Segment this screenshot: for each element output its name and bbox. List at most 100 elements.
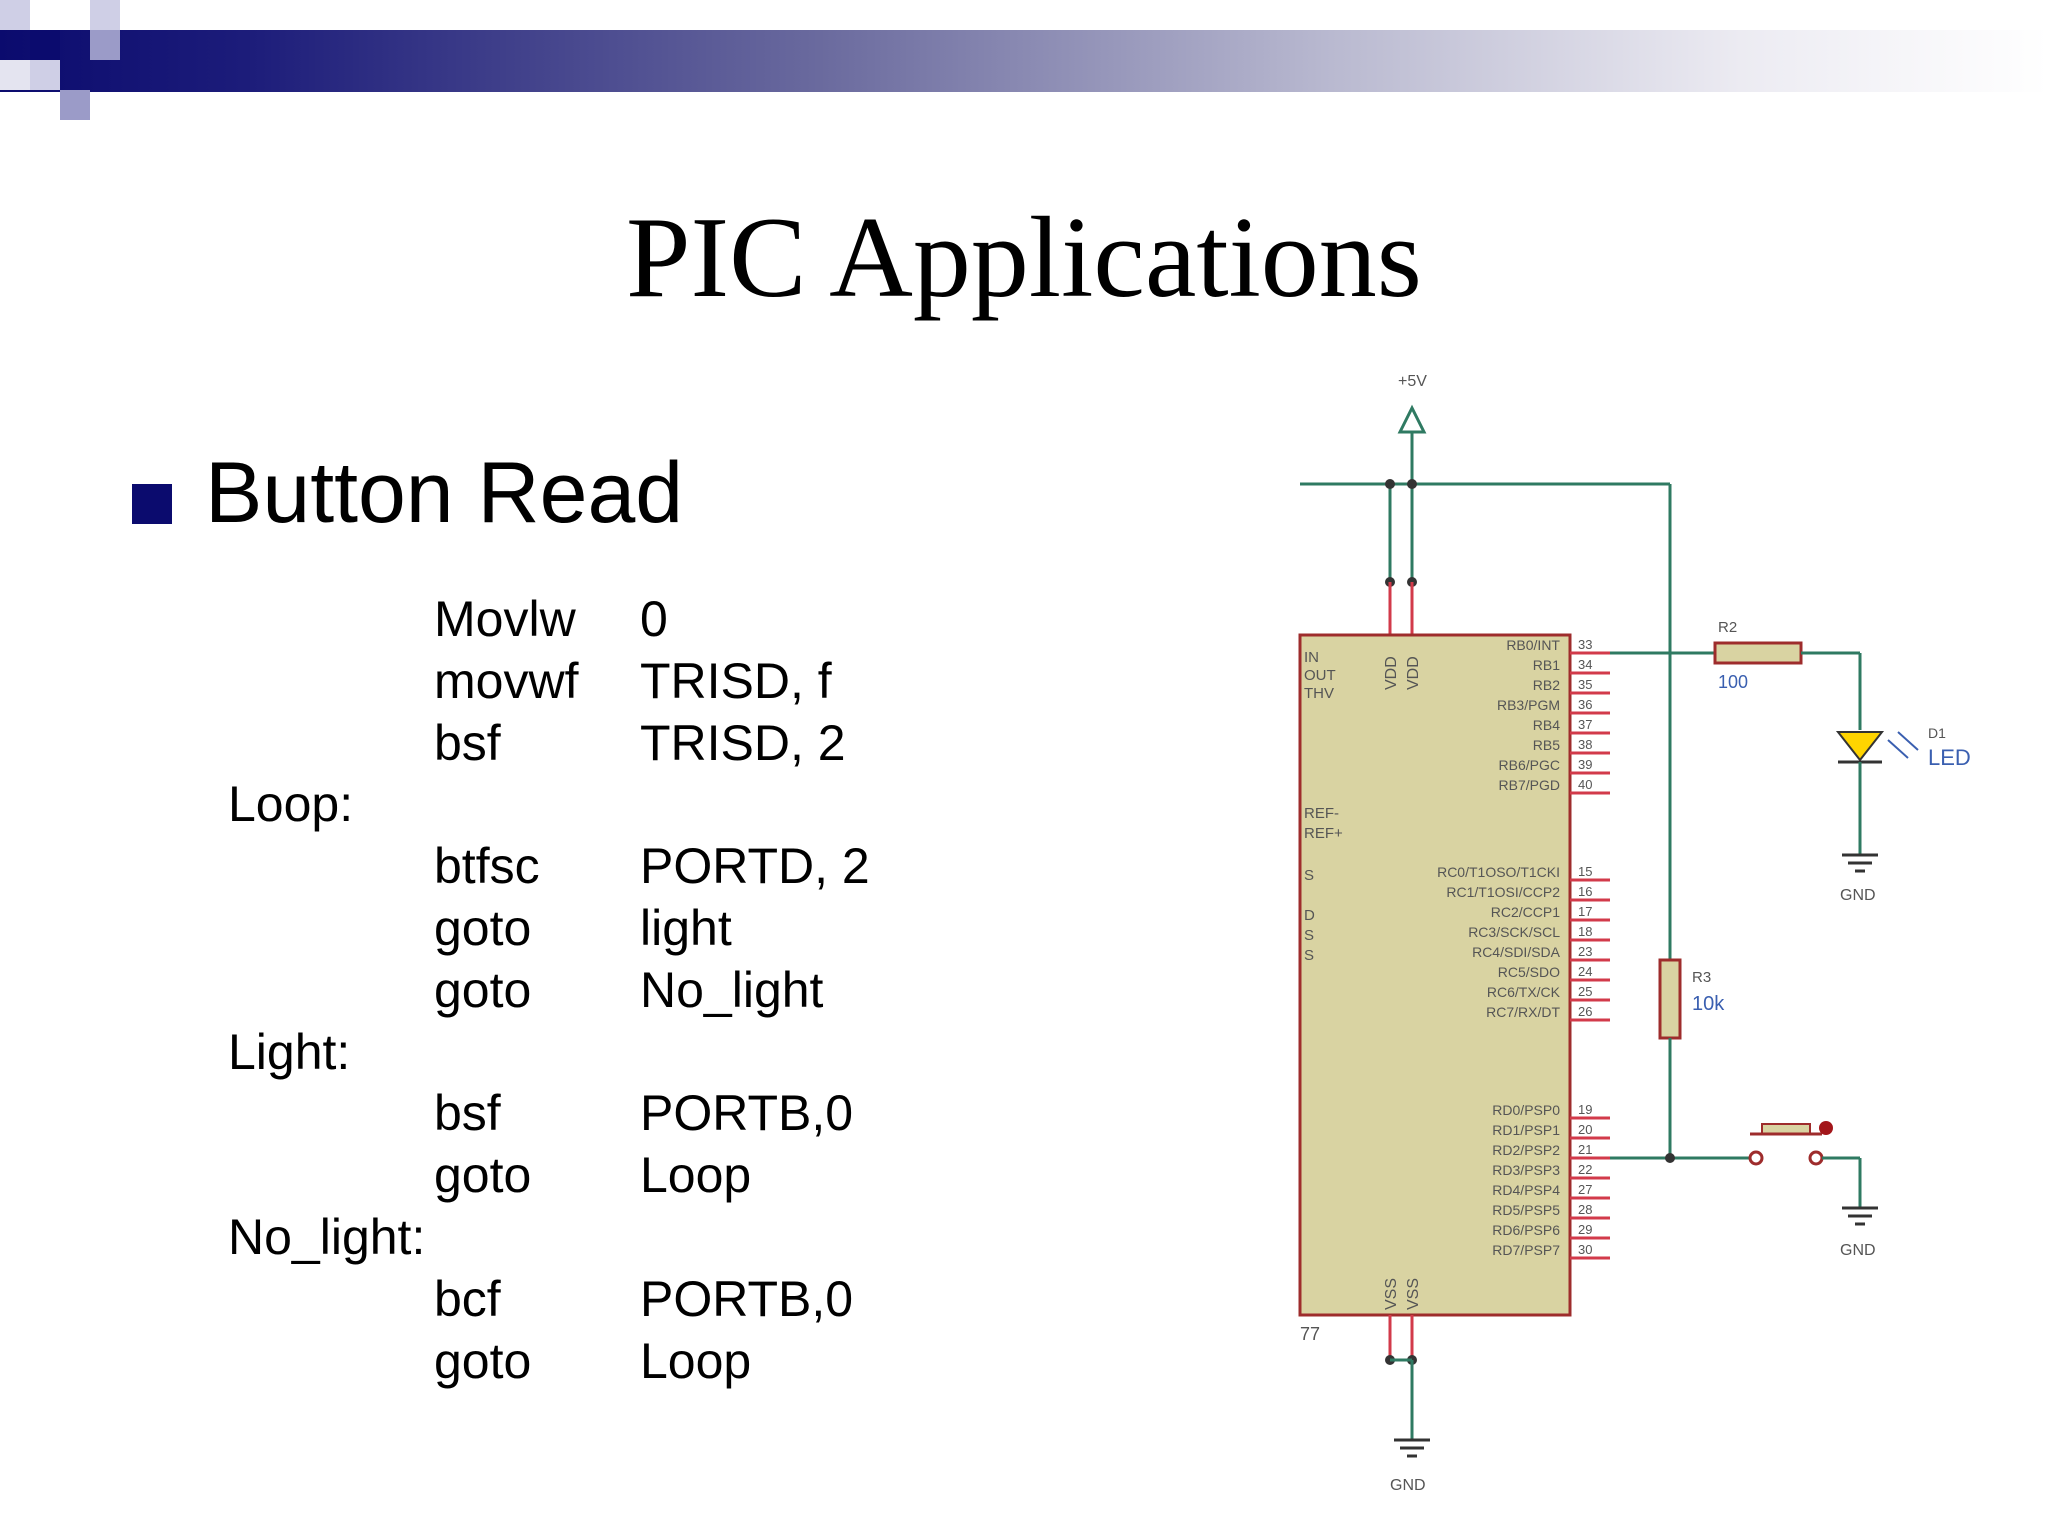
code-operand: Loop [640,1332,752,1389]
code-opcode: Movlw [434,591,576,647]
code-opcode: goto [434,1147,532,1204]
r3-value: 10k [1692,993,1725,1015]
code-label: No_light: [228,1209,426,1265]
chip-left-pin-name: D [1304,907,1315,924]
chip-pin-name: RB1 [1533,657,1560,673]
code-label: Light: [228,1023,351,1080]
slide-title: PIC Applications [626,194,1422,322]
corner-square-light [90,0,120,30]
chip-pin-name: RB4 [1533,717,1560,733]
chip-left-pin-name: S [1304,947,1314,964]
gnd-label: GND [1840,1242,1876,1259]
chip-pin-number: 17 [1578,904,1592,919]
corner-square-light [60,90,90,120]
pic-chip-body [1298,633,1572,1317]
code-operand: Loop [640,1147,752,1204]
code-opcode: movwf [434,652,579,709]
chip-pin-name: RC6/TX/CK [1487,984,1561,1000]
chip-pin-number: 21 [1578,1142,1592,1157]
chip-pin-name: RC1/T1OSI/CCP2 [1446,884,1560,900]
corner-square-light [30,60,60,90]
corner-square-light [0,60,30,90]
chip-pin-name: RC0/T1OSO/T1CKI [1437,864,1560,880]
code-opcode: goto [434,961,532,1018]
d1-name: D1 [1928,725,1946,741]
chip-pin-name: RB0/INT [1506,637,1560,653]
corner-square-light [0,0,30,30]
chip-pin-name: RD7/PSP7 [1492,1242,1560,1258]
chip-pin-name: RD3/PSP3 [1492,1162,1560,1178]
chip-pin-number: 37 [1578,717,1592,732]
chip-pin-name: RD0/PSP0 [1492,1102,1560,1118]
chip-pin-name: RC3/SCK/SCL [1468,924,1560,940]
chip-pin-number: 30 [1578,1242,1592,1257]
chip-pin-name: RD5/PSP5 [1492,1202,1560,1218]
chip-pin-number: 39 [1578,757,1592,772]
code-operand: TRISD, f [640,652,832,709]
vss-label: VSS [1405,1278,1422,1310]
supply-label: +5V [1398,373,1427,390]
code-opcode: goto [434,1332,532,1389]
code-operand: No_light [640,961,824,1018]
button-contact [1748,1150,1764,1166]
chip-left-pin-name: S [1304,867,1314,884]
d1-label: LED [1928,745,1971,770]
chip-pin-number: 23 [1578,944,1592,959]
chip-pin-number: 28 [1578,1202,1592,1217]
chip-pin-number: 27 [1578,1182,1592,1197]
chip-pin-name: RD2/PSP2 [1492,1142,1560,1158]
corner-square-dark [30,30,60,60]
chip-pin-number: 22 [1578,1162,1592,1177]
chip-pin-name: RB6/PGC [1499,757,1560,773]
bullet-heading: Button Read [205,445,684,541]
button-contact [1808,1150,1824,1166]
code-label: Loop: [228,776,354,833]
led-diode-icon [1835,731,1885,762]
code-operand: TRISD, 2 [640,714,846,771]
r2-name: R2 [1718,619,1737,636]
chip-suffix-label: 77 [1300,1324,1320,1344]
chip-left-pin-name: THV [1304,685,1334,702]
code-operand: PORTB,0 [640,1270,854,1327]
code-opcode: goto [434,900,532,956]
chip-pin-number: 20 [1578,1122,1592,1137]
title-band [0,30,2048,92]
code-opcode: bsf [434,1085,501,1142]
code-opcode: btfsc [434,838,540,895]
resistor-r3 [1658,958,1682,1040]
chip-pin-number: 16 [1578,884,1592,899]
chip-left-pin-name: OUT [1304,667,1336,684]
chip-pin-name: RC4/SDI/SDA [1472,944,1561,960]
gnd-label: GND [1390,1477,1426,1494]
chip-pin-number: 36 [1578,697,1592,712]
chip-pin-name: RC7/RX/DT [1486,1004,1560,1020]
code-operand: PORTD, 2 [640,838,870,895]
chip-pin-number: 26 [1578,1004,1592,1019]
chip-left-pin-name: REF- [1304,805,1339,822]
code-opcode: bcf [434,1270,501,1327]
gnd-label: GND [1840,887,1876,904]
chip-pin-name: RD6/PSP6 [1492,1222,1560,1238]
chip-pin-number: 24 [1578,964,1592,979]
chip-pin-number: 15 [1578,864,1592,879]
chip-left-pin-name: S [1304,927,1314,944]
chip-left-pin-name: REF+ [1304,825,1343,842]
code-operand: 0 [640,591,668,647]
chip-pin-number: 18 [1578,924,1592,939]
resistor-r2 [1713,641,1803,665]
r3-name: R3 [1692,969,1711,986]
chip-left-pin-name: IN [1304,649,1319,666]
chip-pin-number: 25 [1578,984,1592,999]
chip-pin-name: RB3/PGM [1497,697,1560,713]
bullet-square-icon [132,484,172,524]
supply-arrow-icon [1397,404,1427,434]
code-operand: PORTB,0 [640,1085,854,1142]
chip-pin-name: RD1/PSP1 [1492,1122,1560,1138]
chip-pin-number: 19 [1578,1102,1592,1117]
vdd-label: VDD [1383,656,1400,690]
code-opcode: bsf [434,714,501,771]
code-operand: light [640,900,732,956]
circuit-schematic: +5V VDD VDD VSS VSS 77 INOUTTHVREF-REF+S… [1298,373,1971,1494]
chip-pin-name: RB5 [1533,737,1560,753]
vss-label: VSS [1383,1278,1400,1310]
